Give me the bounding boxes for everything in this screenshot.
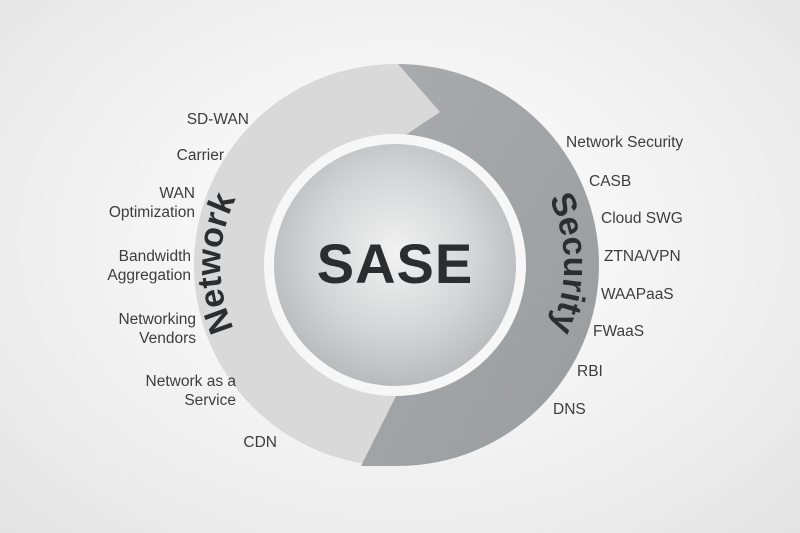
security-item: Network Security bbox=[566, 133, 683, 152]
security-item: CASB bbox=[589, 172, 631, 191]
security-item: DNS bbox=[553, 400, 586, 419]
security-item: Cloud SWG bbox=[601, 209, 683, 228]
network-item-line: Vendors bbox=[139, 330, 196, 347]
network-item: SD-WAN bbox=[187, 110, 249, 129]
network-item-line: WAN bbox=[159, 185, 195, 202]
security-item-line: WAAPaaS bbox=[601, 286, 674, 303]
network-item: Network as a Service bbox=[146, 372, 236, 410]
security-item-line: CASB bbox=[589, 173, 632, 190]
network-item: WAN Optimization bbox=[109, 184, 195, 222]
security-item-line: Cloud SWG bbox=[601, 210, 683, 227]
center-disc bbox=[274, 144, 516, 386]
network-item-line: Networking bbox=[118, 311, 196, 328]
security-item: RBI bbox=[577, 362, 603, 381]
security-item-line: FWaaS bbox=[593, 323, 645, 340]
network-item-line: Aggregation bbox=[107, 267, 191, 284]
security-item: FWaaS bbox=[593, 322, 644, 341]
security-item: WAAPaaS bbox=[601, 285, 674, 304]
network-item-line: Optimization bbox=[108, 204, 195, 221]
network-item-line: CDN bbox=[243, 434, 277, 451]
security-item: ZTNA/VPN bbox=[604, 247, 681, 266]
network-item-line: Service bbox=[184, 392, 236, 409]
security-item-line: RBI bbox=[577, 363, 603, 380]
center-title: SASE bbox=[317, 232, 474, 295]
security-item-line: Network Security bbox=[566, 134, 684, 151]
network-item-line: SD-WAN bbox=[186, 111, 249, 128]
network-item: Carrier bbox=[177, 146, 224, 165]
network-item-line: Network as a bbox=[145, 373, 236, 390]
network-item: Networking Vendors bbox=[118, 310, 196, 348]
security-item-line: ZTNA/VPN bbox=[604, 248, 681, 265]
network-item-line: Bandwidth bbox=[118, 248, 191, 265]
security-item-line: DNS bbox=[553, 401, 586, 418]
network-item: Bandwidth Aggregation bbox=[107, 247, 191, 285]
network-item-line: Carrier bbox=[176, 147, 224, 164]
network-item: CDN bbox=[243, 433, 277, 452]
